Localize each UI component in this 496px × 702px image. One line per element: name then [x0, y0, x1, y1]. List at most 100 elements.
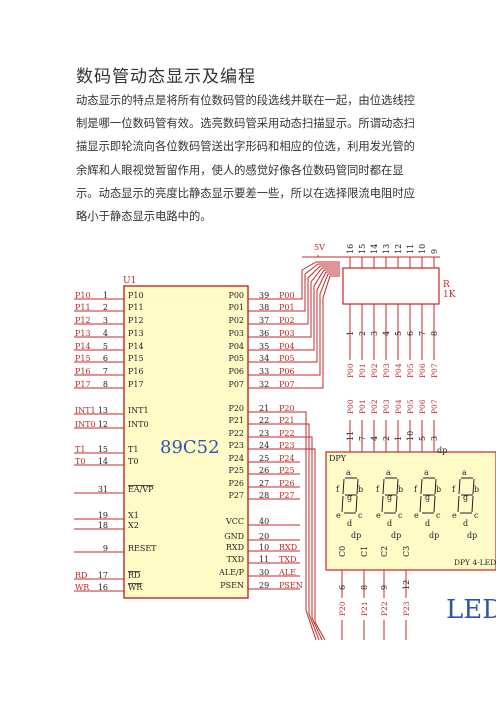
left-net-label: P16 — [75, 367, 91, 376]
resistor-bottom-pin: 8 — [430, 331, 439, 336]
chip-pin-label: T0 — [128, 457, 138, 466]
display-segment-pin: 5 — [418, 436, 427, 441]
left-net-label: P14 — [75, 342, 91, 351]
right-net-label: TXD — [279, 555, 296, 564]
wire — [457, 495, 460, 513]
segment-label: d — [425, 519, 430, 528]
bus-wire — [300, 411, 317, 641]
chip-pin-label: X2 — [128, 521, 139, 530]
wire — [420, 478, 423, 495]
right-net-label: P00 — [279, 291, 295, 300]
resistor-labels: 161P00P0011152P01P017143P02P024134P03P03… — [346, 244, 447, 455]
chip-pin-number: 22 — [259, 416, 269, 425]
left-net-label: P17 — [75, 380, 91, 389]
right-net-label: P23 — [279, 441, 295, 450]
paragraph-line: 描显示即轮流向各位数码管送出字形码和相应的位选，利用发光管的 — [76, 140, 415, 154]
right-net-label: P24 — [279, 454, 295, 463]
resistor-top-pin: 9 — [430, 249, 439, 254]
left-net-label: T0 — [75, 457, 85, 466]
chip-pin-label: TXD — [227, 555, 244, 564]
resistor-net: P07 — [430, 363, 439, 378]
display-ref: DPY — [329, 454, 347, 463]
chip-pin-number: 16 — [98, 583, 108, 592]
segment-label: c — [436, 511, 441, 520]
paragraph-line: 制是哪一位数码管有效。选亮数码管采用动态扫描显示。所谓动态扫 — [76, 117, 415, 131]
chip-pin-number: 8 — [103, 380, 108, 389]
left-net-label: WR — [75, 583, 90, 592]
wire — [396, 478, 399, 495]
right-net-label: P21 — [279, 416, 295, 425]
resistor-top-pin: 14 — [370, 244, 379, 254]
wire — [472, 478, 475, 495]
chip-pin-number: 35 — [259, 342, 269, 351]
chip-pin-number: 20 — [259, 532, 269, 541]
chip-pin-label: P21 — [228, 416, 244, 425]
chip-pin-label: P14 — [128, 342, 144, 351]
segment-label: g — [463, 493, 468, 502]
chip-pin-number: 15 — [98, 445, 108, 454]
chip-pin-number: 37 — [259, 316, 269, 325]
segment-label: c — [358, 511, 363, 520]
right-net-label: P20 — [279, 404, 295, 413]
display-label: DPY 4-LED — [454, 558, 496, 567]
display-segment-pin: 10 — [406, 431, 415, 441]
right-net-label: P03 — [279, 329, 295, 338]
chip-pin-label: P03 — [228, 329, 244, 338]
dp-label: dp — [437, 446, 447, 455]
display-common-net: P22 — [380, 601, 389, 616]
display-input-net: P03 — [382, 399, 391, 414]
right-net-label: ALE — [278, 568, 296, 577]
left-net-label: RD — [75, 571, 87, 580]
left-net-label: P12 — [75, 316, 91, 325]
segment-label: dp — [351, 531, 361, 540]
right-net-label: P04 — [279, 342, 295, 351]
resistor-body — [342, 267, 440, 305]
wire — [355, 495, 358, 513]
chip-pin-number: 21 — [259, 404, 269, 413]
display-common: C2 — [380, 546, 389, 557]
chip-ref: U1 — [123, 276, 136, 286]
segment-label: f — [452, 485, 456, 494]
chip-pin-label: P24 — [228, 454, 244, 463]
chip-pin-label: P15 — [128, 354, 144, 363]
chip-pin-label: P26 — [228, 479, 244, 488]
chip-pin-label: X1 — [128, 511, 139, 520]
display-segment-pin: 3 — [430, 436, 439, 441]
right-net-label: PSEN — [279, 581, 303, 590]
segment-label: a — [346, 468, 351, 477]
wire — [433, 495, 436, 513]
chip-pin-label: P20 — [228, 404, 244, 413]
bus-wire — [300, 275, 340, 389]
chip-pin-number: 9 — [103, 544, 108, 553]
segment-label: a — [462, 468, 467, 477]
display-segment-pin: 7 — [358, 436, 367, 441]
display-common: C3 — [402, 546, 411, 557]
supply-label: 5V — [314, 243, 325, 252]
display-segment-pin: 4 — [370, 436, 379, 441]
segment-label: c — [474, 511, 479, 520]
chip-pin-label: P06 — [228, 367, 244, 376]
display-segment-pin: 11 — [346, 431, 355, 441]
chip-pin-label: P13 — [128, 329, 144, 338]
chip-pin-label: P01 — [228, 303, 244, 312]
resistor-value: 1K — [443, 290, 456, 300]
chip-pin-number: 10 — [259, 543, 269, 552]
chip-pin-number: 23 — [259, 429, 269, 438]
display-input-net: P02 — [370, 399, 379, 414]
display-common-pin: 9 — [380, 585, 389, 590]
segment-label: dp — [391, 531, 401, 540]
left-net-label: P13 — [75, 329, 91, 338]
chip-pin-number: 18 — [98, 521, 108, 530]
resistor-bottom-pin: 5 — [394, 331, 403, 336]
display-segment-pin: 1 — [394, 436, 403, 441]
chip-pin-label: VCC — [225, 517, 244, 526]
bus-wire — [300, 273, 340, 376]
resistor-net: P00 — [346, 363, 355, 378]
left-net-label: P11 — [75, 303, 91, 312]
left-net-label: P10 — [75, 291, 91, 300]
led-big-text: LED — [446, 595, 496, 625]
chip-pin-number: 26 — [259, 466, 269, 475]
paragraph-line: 动态显示的特点是将所有位数码管的段选线并联在一起，由位选线控 — [76, 94, 415, 107]
